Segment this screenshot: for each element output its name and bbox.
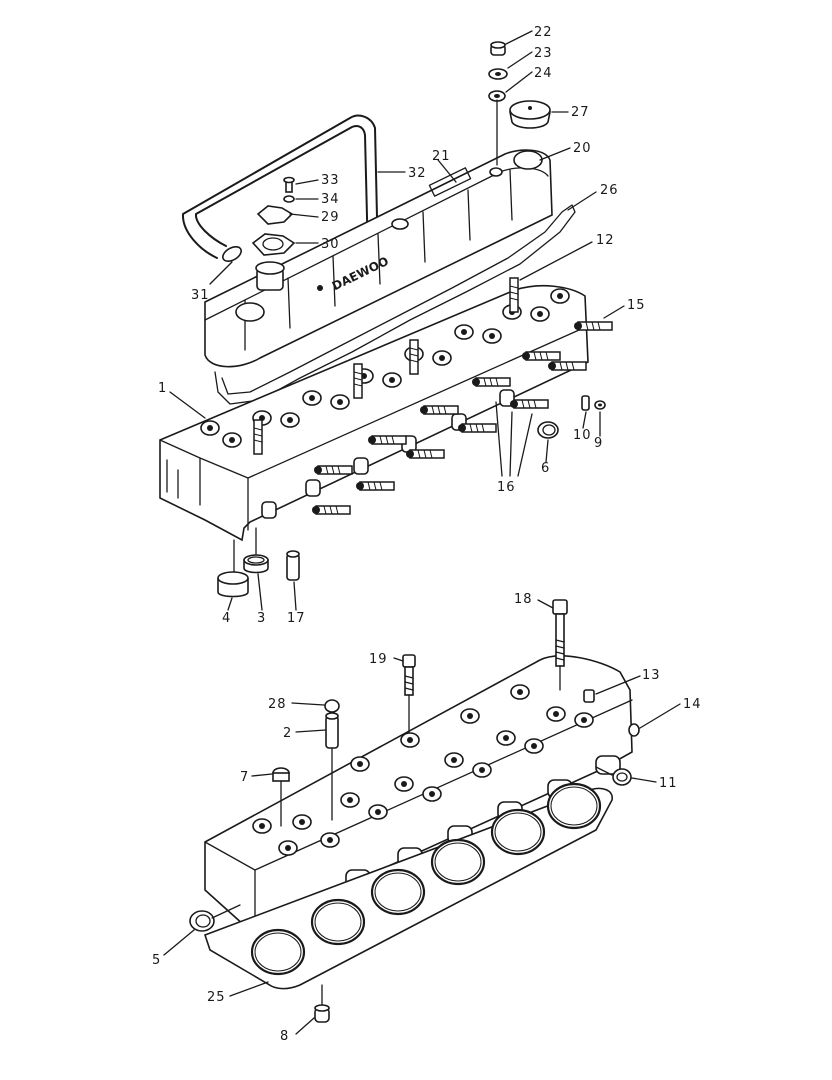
head-gasket — [203, 782, 613, 990]
callout-6: 6 — [541, 461, 550, 476]
callout-26: 26 — [600, 183, 619, 198]
sleeve-2 — [325, 712, 339, 749]
cover-washer — [283, 195, 295, 203]
callout-10: 10 — [573, 428, 592, 443]
plug-13 — [583, 689, 595, 703]
callout-8: 8 — [280, 1029, 289, 1044]
callout-14: 14 — [683, 697, 702, 712]
callout-33: 33 — [321, 173, 340, 188]
callout-7: 7 — [240, 770, 249, 785]
callout-30: 30 — [321, 237, 340, 252]
oil-filler-cap — [509, 100, 551, 129]
cap-nut — [490, 41, 506, 56]
callout-25: 25 — [207, 990, 226, 1005]
head-bolt-19 — [402, 654, 416, 696]
dowel-sleeve-17 — [286, 550, 300, 581]
callout-28: 28 — [268, 697, 287, 712]
fitting-9 — [594, 400, 606, 410]
cylinder-head-upper — [159, 284, 589, 542]
breather-hose — [181, 114, 379, 263]
core-plug — [537, 421, 559, 439]
callout-24: 24 — [534, 66, 553, 81]
callout-13: 13 — [642, 668, 661, 683]
plug-7 — [272, 767, 290, 782]
o-ring — [488, 90, 506, 102]
callout-1: 1 — [158, 381, 167, 396]
callout-21: 21 — [432, 149, 451, 164]
breather-baffle — [256, 205, 294, 225]
exhaust-ports-upper — [261, 389, 515, 519]
callout-3: 3 — [257, 611, 266, 626]
seal-washer — [488, 68, 508, 80]
callout-16: 16 — [497, 480, 516, 495]
callout-34: 34 — [321, 192, 340, 207]
callout-18: 18 — [514, 592, 533, 607]
rocker-cover — [204, 149, 553, 368]
callout-5: 5 — [152, 953, 161, 968]
callout-29: 29 — [321, 210, 340, 225]
callout-31: 31 — [191, 288, 210, 303]
plug-14 — [628, 723, 640, 737]
callout-numbers: 22 23 24 27 20 21 32 33 34 29 30 31 26 1… — [152, 25, 702, 1044]
callout-9: 9 — [594, 436, 603, 451]
fitting-10 — [581, 395, 590, 411]
callout-17: 17 — [287, 611, 306, 626]
callout-22: 22 — [534, 25, 553, 40]
cover-bolt — [283, 176, 295, 193]
callout-11: 11 — [659, 776, 678, 791]
dowel-8 — [314, 1004, 330, 1023]
callout-20: 20 — [573, 141, 592, 156]
plug-11 — [612, 768, 632, 786]
breather-gasket — [251, 233, 296, 256]
callout-27: 27 — [571, 105, 590, 120]
cap-28 — [324, 699, 340, 713]
cup-plug-4 — [217, 571, 249, 598]
callout-32: 32 — [408, 166, 427, 181]
callout-2: 2 — [283, 726, 292, 741]
leader-lines — [163, 30, 681, 1035]
plug-5 — [189, 910, 215, 932]
callout-12: 12 — [596, 233, 615, 248]
callout-15: 15 — [627, 298, 646, 313]
callout-19: 19 — [369, 652, 388, 667]
callout-23: 23 — [534, 46, 553, 61]
callout-4: 4 — [222, 611, 231, 626]
seal-ring-3 — [243, 554, 269, 574]
